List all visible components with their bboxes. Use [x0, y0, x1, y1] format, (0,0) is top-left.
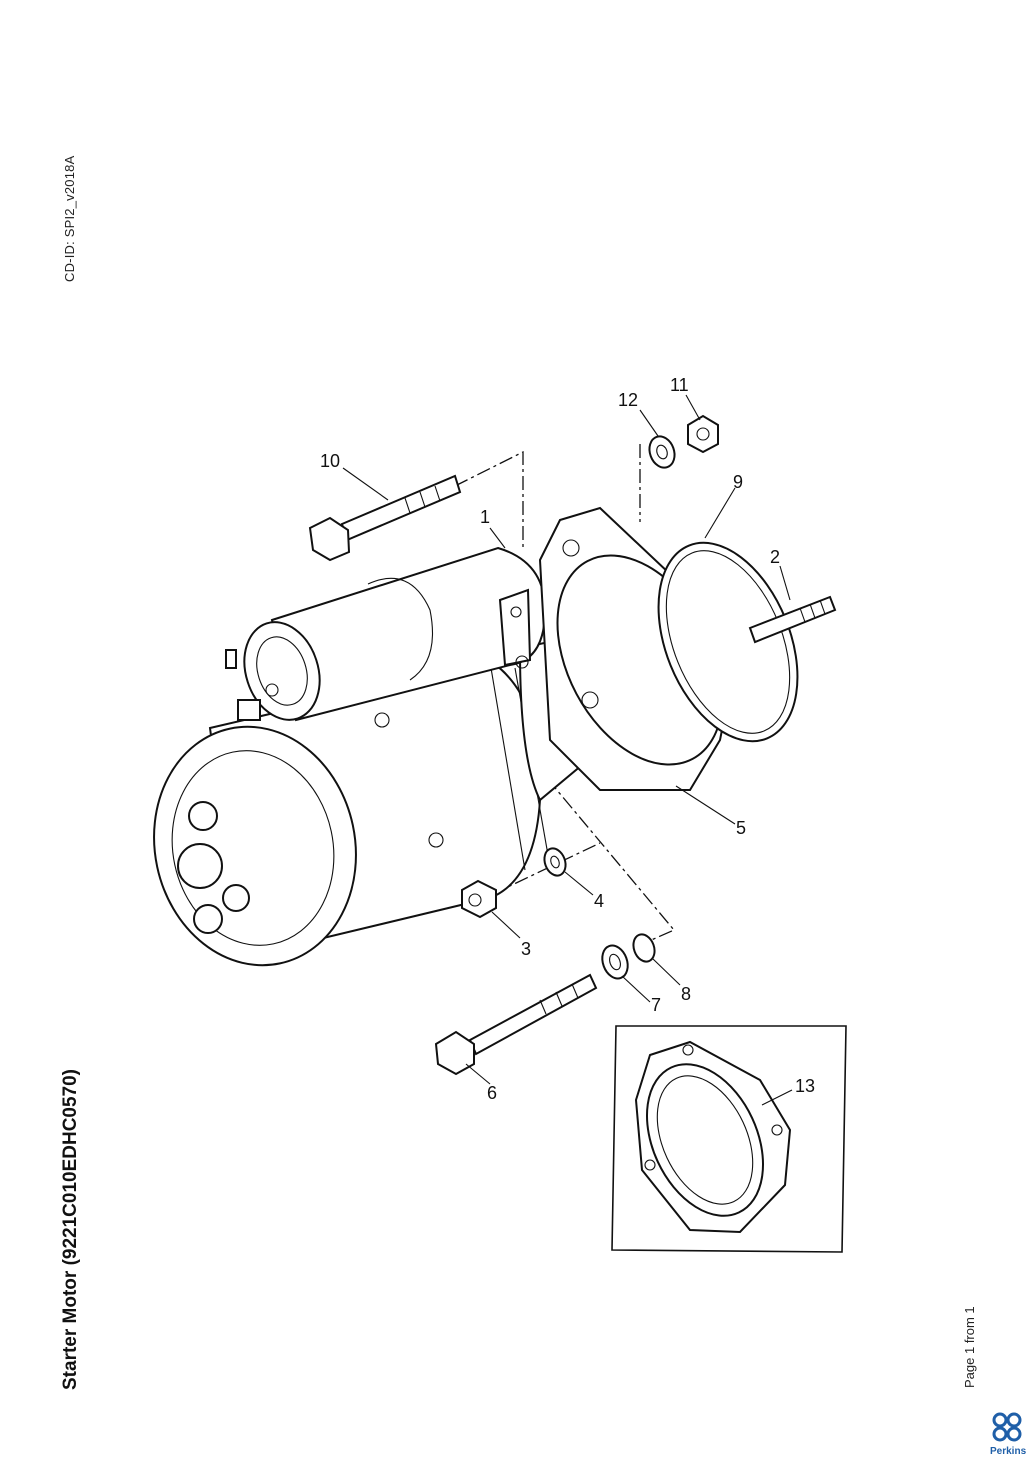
- nut-and-washer-upper: [648, 414, 719, 469]
- callout-3: 3: [521, 939, 531, 959]
- inset-adaptor-plate: [611, 1025, 847, 1253]
- callout-leaders: [342, 394, 793, 1106]
- callout-10: 10: [320, 451, 340, 471]
- starter-motor-body: [153, 660, 549, 967]
- callout-7: 7: [651, 995, 661, 1015]
- callout-13: 13: [795, 1076, 815, 1096]
- bolt-upper: [308, 474, 462, 562]
- bolt-lower: [434, 933, 656, 1076]
- solenoid: [225, 546, 547, 722]
- callout-9: 9: [733, 472, 743, 492]
- callout-1: 1: [480, 507, 490, 527]
- brand-name: Perkins: [990, 1446, 1027, 1457]
- nut-and-washer-lower: [461, 847, 567, 919]
- callout-12: 12: [618, 390, 638, 410]
- callout-6: 6: [487, 1083, 497, 1103]
- callout-4: 4: [594, 891, 604, 911]
- callout-11: 11: [670, 375, 689, 395]
- callout-numbers: 1 2 3 4 5 6 7 8 9 10 11 12 13: [320, 375, 815, 1103]
- callout-8: 8: [681, 984, 691, 1004]
- perkins-logo: Perkins: [990, 1412, 1027, 1457]
- callout-2: 2: [770, 547, 780, 567]
- callout-5: 5: [736, 818, 746, 838]
- stud: [748, 595, 837, 644]
